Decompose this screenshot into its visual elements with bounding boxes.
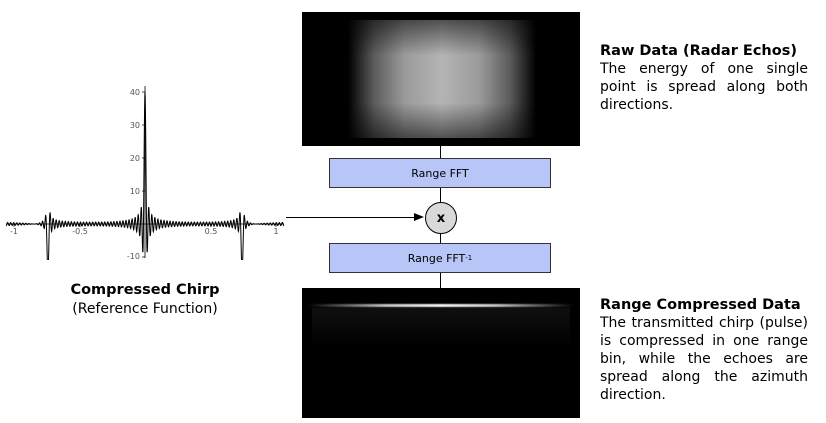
y-tick-label: 40 (130, 88, 140, 97)
connector-line (440, 273, 441, 288)
compressed-chirp-subtitle: (Reference Function) (72, 301, 218, 317)
range-compressed-text: The transmitted chirp (pulse) is compres… (600, 315, 808, 403)
raw-echo-energy (348, 20, 536, 138)
range-compressed-image (302, 288, 580, 418)
x-tick-label: 1 (273, 227, 278, 236)
compressed-range-haze (312, 308, 570, 348)
y-tick-label: 20 (130, 154, 140, 163)
multiply-symbol: x (436, 210, 446, 226)
multiply-node: x (425, 202, 457, 234)
y-tick-label: 10 (130, 187, 140, 196)
raw-data-heading: Raw Data (Radar Echos) (600, 43, 797, 59)
connector-line (440, 188, 441, 202)
range-compressed-heading: Range Compressed Data (600, 297, 801, 313)
range-compressed-description: Range Compressed Data The transmitted ch… (600, 296, 808, 404)
x-tick-label: -1 (10, 227, 18, 236)
range-fft-label: Range FFT (411, 166, 469, 180)
y-tick-label: -10 (127, 252, 140, 260)
compressed-chirp-title: Compressed Chirp (70, 282, 220, 298)
range-ifft-block: Range FFT-1 (329, 243, 551, 273)
connector-line (440, 146, 441, 158)
chirp-curve (5, 91, 285, 260)
range-fft-block: Range FFT (329, 158, 551, 188)
arrow-head-icon (414, 213, 424, 221)
y-tick-label: 30 (130, 121, 140, 130)
raw-data-description: Raw Data (Radar Echos) The energy of one… (600, 42, 808, 114)
compressed-range-line (308, 304, 574, 307)
compressed-chirp-plot: 40 30 20 10 -10 -1 -0.5 0.5 1 (5, 86, 285, 260)
connector-line (440, 233, 441, 243)
raw-data-image (302, 12, 580, 146)
reference-arrow-line (286, 217, 416, 218)
range-ifft-label: Range FFT (407, 251, 466, 265)
x-tick-label: -0.5 (72, 227, 88, 236)
raw-data-text: The energy of one single point is spread… (600, 61, 808, 113)
x-tick-label: 0.5 (205, 227, 218, 236)
